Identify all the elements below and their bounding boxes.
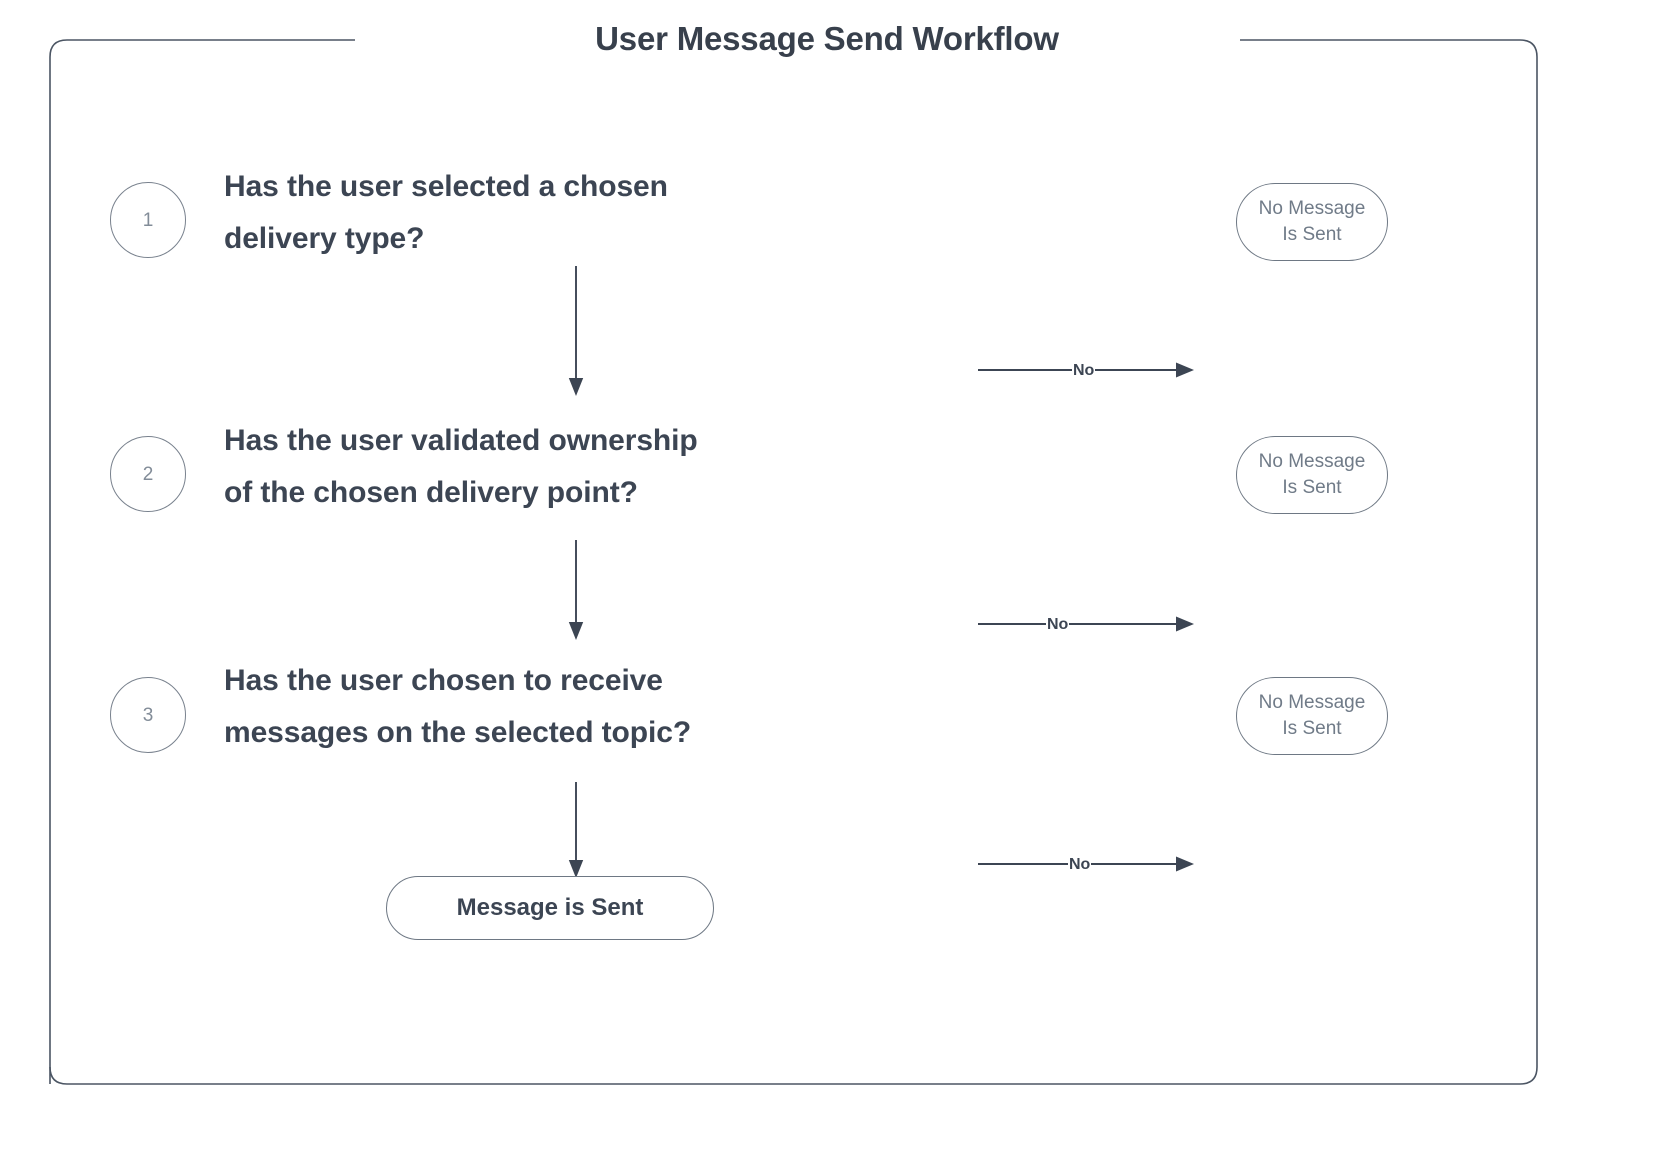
step-number-circle-2: 2 [110,436,186,512]
branch-no-2: No [978,604,1198,644]
question-line: of the chosen delivery point? [224,475,638,509]
branch-label-no: No [1046,616,1070,633]
step-question-1: Has the user selected a chosen delivery … [224,161,924,264]
decision-step-1: 1 Has the user selected a chosen deliver… [0,161,1654,379]
decision-step-2: 2 Has the user validated ownership of th… [0,415,1654,633]
terminal-line: No Message [1258,198,1366,220]
step-number-label: 2 [142,463,154,485]
terminal-line: Is Sent [1282,224,1342,245]
terminal-text: No Message Is Sent [1259,690,1366,741]
terminal-no-message-3: No Message Is Sent [1236,677,1388,755]
question-line: Has the user validated ownership [224,424,698,457]
question-line: Has the user selected a chosen [224,170,668,203]
decision-step-3: 3 Has the user chosen to receive message… [0,655,1654,873]
question-line: messages on the selected topic? [224,715,692,749]
terminal-line: Is Sent [1282,477,1342,498]
terminal-line: No Message [1258,692,1366,714]
connector-arrow-step3-final [568,782,584,878]
branch-label-no: No [1068,856,1092,873]
question-line: Has the user chosen to receive [224,664,663,697]
branch-arrow-icon [978,616,1194,632]
step-number-label: 3 [142,704,154,726]
terminal-no-message-1: No Message Is Sent [1236,183,1388,261]
step-question-2: Has the user validated ownership of the … [224,415,924,518]
step-number-label: 1 [142,209,154,231]
terminal-text: No Message Is Sent [1259,196,1366,247]
terminal-text: Message is Sent [456,894,644,921]
branch-no-1: No [978,350,1198,390]
step-question-3: Has the user chosen to receive messages … [224,655,924,758]
terminal-text: No Message Is Sent [1259,449,1366,500]
page-title: User Message Send Workflow [595,20,1059,57]
branch-label-no: No [1072,362,1096,379]
step-number-circle-1: 1 [110,182,186,258]
step-number-circle-3: 3 [110,677,186,753]
terminal-message-is-sent: Message is Sent [386,876,714,940]
terminal-line: No Message [1258,451,1366,473]
branch-no-3: No [978,844,1198,884]
connector-arrow-step2-step3 [568,540,584,640]
terminal-no-message-2: No Message Is Sent [1236,436,1388,514]
connector-arrow-step1-step2 [568,266,584,396]
question-line: delivery type? [224,221,425,255]
terminal-line: Is Sent [1282,718,1342,739]
